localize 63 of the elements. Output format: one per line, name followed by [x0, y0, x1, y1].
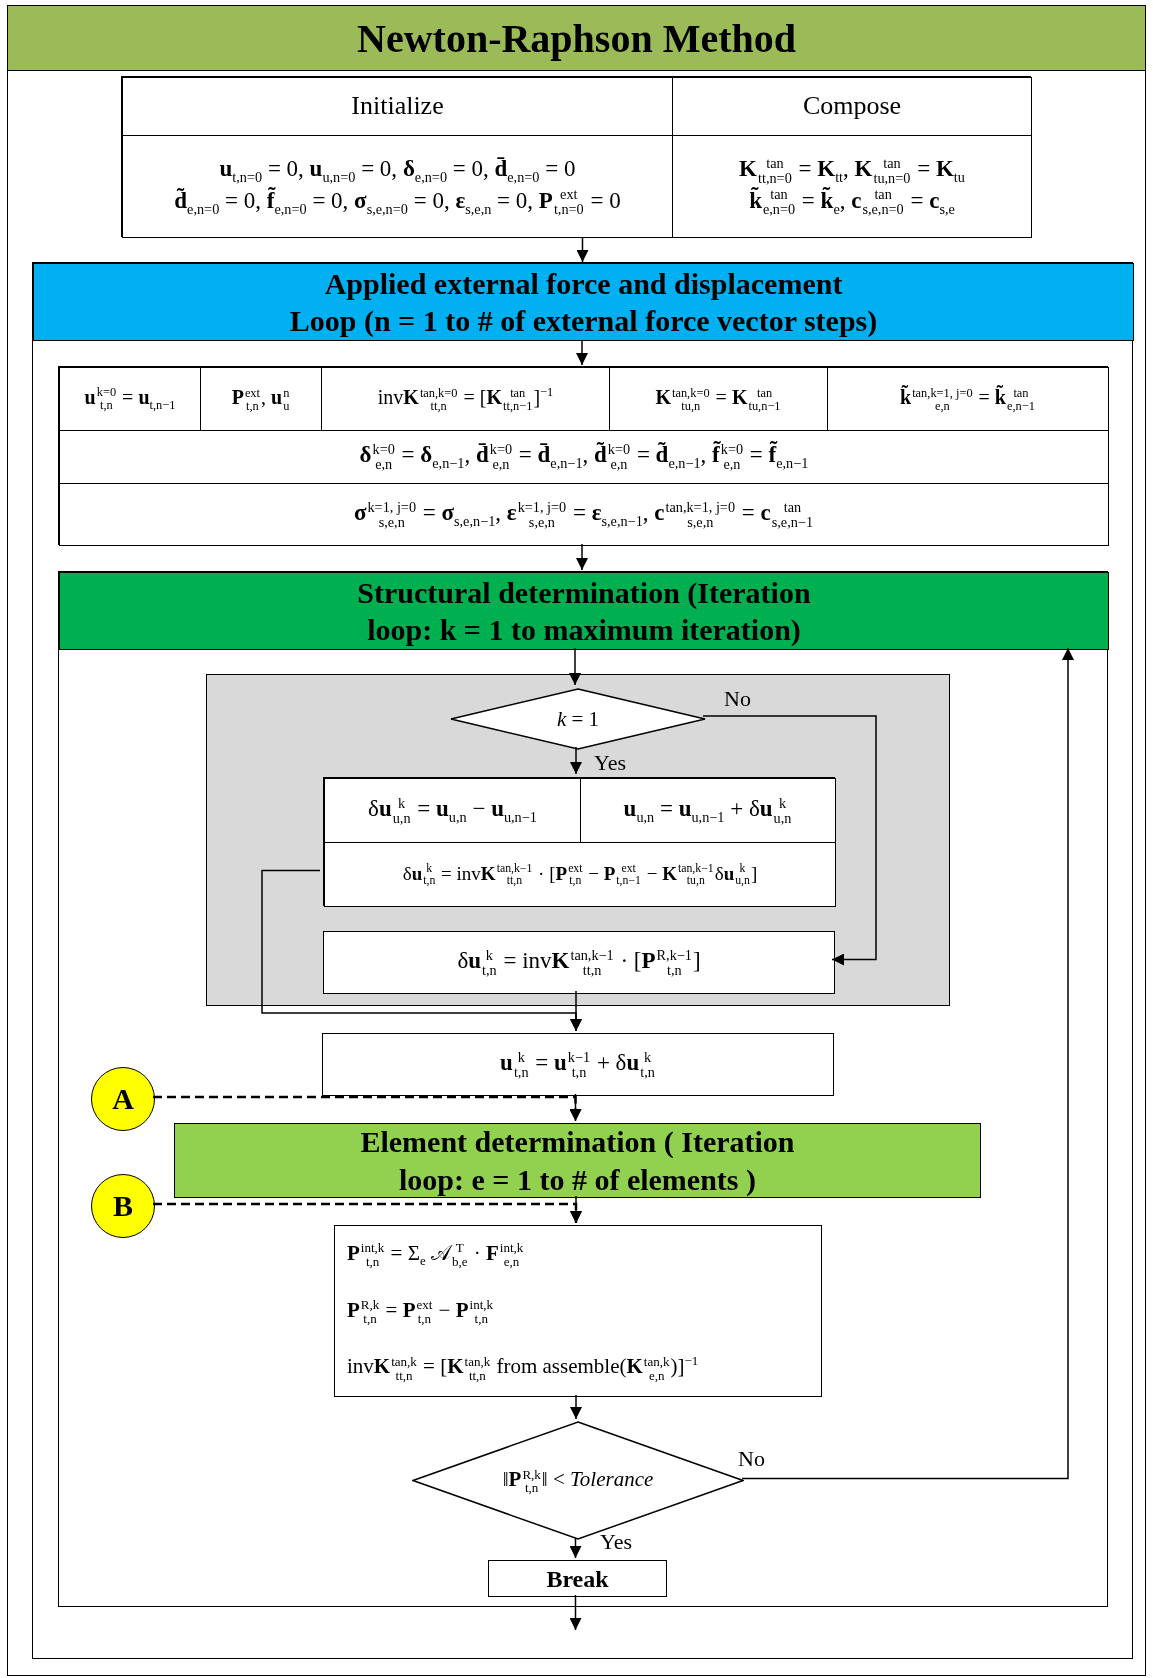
loop-header-band	[174, 1123, 981, 1198]
formula-cell	[59, 367, 201, 431]
header-text: Initialize	[351, 90, 444, 123]
heading: Element determination ( Iteration loop: e = 1 to # of elements )	[359, 1124, 796, 1198]
loop-frame	[32, 262, 1133, 1659]
formula-text: δ$^{k=0}$$_{e,n}$ = δ$_{e,n−1}$, d̄$^{k=0}$$_{e,n}$ = d̄$_{e,n−1}$, d̃$^{k=0}$$_{e,n}$ = d̃$_{e,n−1}$, f̃$^{k=0}$$_{e,n}$ = f̃$_{e,n−1}$	[359, 441, 809, 473]
group-panel	[206, 674, 950, 1006]
arrow	[741, 647, 1074, 1480]
edge-label: Yes	[594, 750, 626, 776]
arrow	[702, 715, 877, 966]
circle-letter: B	[113, 1188, 133, 1225]
formula-cell	[324, 778, 581, 843]
formula-cell	[324, 842, 836, 907]
arrow	[570, 1394, 582, 1420]
formula-cell	[59, 483, 1109, 546]
arrow	[576, 236, 589, 263]
formula-text: invK$^{tan,k=0}$$_{tt,n}$ = [K$^{tan}$$_{tt,n−1}$]$^{−1}$	[377, 385, 554, 413]
loop-frame	[58, 571, 1108, 1607]
table-header-cell	[122, 77, 673, 136]
arrow	[576, 543, 588, 571]
table-frame	[58, 366, 1108, 545]
formula-text: u$_{t,n=0}$ = 0, u$_{u,n=0}$ = 0, δ$_{e,n=0}$ = 0, d̄$_{e,n=0}$ = 0	[219, 155, 576, 187]
condition-text: k = 1	[556, 705, 600, 733]
formula-cell	[122, 135, 673, 238]
formula-cell	[580, 778, 836, 843]
condition-text: ‖P$^{R,k}$$_{t,n}$‖ < Tolerance	[502, 1466, 654, 1495]
formula-cell	[672, 135, 1032, 238]
break-text: Break	[546, 1564, 609, 1594]
formula-text: k̃$^{tan}$$_{e,n=0}$ = k̃$_{e}$, c$^{tan}$$_{s,e,n=0}$ = c$_{s,e}$	[749, 186, 955, 218]
edge-label: Yes	[600, 1529, 632, 1555]
arrow	[570, 990, 582, 1032]
arrow	[569, 1537, 582, 1559]
formula-cell	[827, 367, 1109, 431]
formula-text: invK$^{tan,k}$$_{tt,n}$ = [K$^{tan,k}$$_{tt,n}$ from assemble(K$^{tan,k}$$_{e,n}$)]$^{−1}$	[347, 1353, 699, 1383]
arrow	[570, 746, 582, 775]
heading: Applied external force and displacement Loop (n = 1 to # of external force vector steps)	[288, 265, 879, 339]
dashed-arrow	[153, 1095, 582, 1121]
process-box	[334, 1225, 822, 1397]
table-header-cell	[672, 77, 1032, 136]
header-text: Compose	[802, 90, 902, 123]
table-frame	[323, 777, 835, 906]
edge-label: No	[724, 686, 751, 712]
arrow	[569, 1594, 582, 1631]
formula-cell	[322, 1033, 834, 1096]
formula-text: K$^{tan}$$_{tt,n=0}$ = K$_{tt}$, K$^{tan}$$_{tu,n=0}$ = K$_{tu}$	[739, 155, 965, 187]
formula-text: δu$^{k}$$_{t,n}$ = invK$^{tan,k−1}$$_{tt,n}$ · [P$^{ext}$$_{t,n}$ − P$^{ext}$$_{t,n−1}$ − K$^{tan,k−1}$$_{tu,n}$δu$^{k}$$_{u,n}$]	[402, 861, 758, 888]
formula-cell	[323, 931, 835, 994]
formula-text: δu$^{k}$$_{t,n}$ = invK$^{tan,k−1}$$_{tt,n}$ · [P$^{R,k−1}$$_{t,n}$]	[457, 947, 701, 978]
loop-header-band	[33, 263, 1134, 341]
edge-label: No	[738, 1446, 765, 1472]
formula-text: u$^{k=0}$$_{t,n}$ = u$_{t,n−1}$	[84, 384, 176, 414]
circle-letter: A	[112, 1081, 134, 1118]
heading: Structural determination (Iteration loop: k = 1 to maximum iteration)	[356, 574, 812, 648]
loop-header-band	[59, 572, 1109, 650]
table-frame	[121, 76, 1031, 237]
title: Newton-Raphson Method	[357, 14, 796, 62]
formula-cell	[59, 430, 1109, 484]
arrow	[569, 647, 581, 686]
terminal-box	[488, 1560, 667, 1597]
arrow	[576, 339, 588, 366]
dashed-arrow	[153, 1202, 582, 1223]
formula-text: d̃$_{e,n=0}$ = 0, f̃$_{e,n=0}$ = 0, σ$_{s,e,n=0}$ = 0, ε$_{s,e,n}$ = 0, P$^{ext}$$_{t,n=0}$ = 0	[174, 186, 621, 218]
formula-text: δu$^{k}$$_{u,n}$ = u$_{u,n}$ − u$_{u,n−1}$	[368, 794, 537, 827]
